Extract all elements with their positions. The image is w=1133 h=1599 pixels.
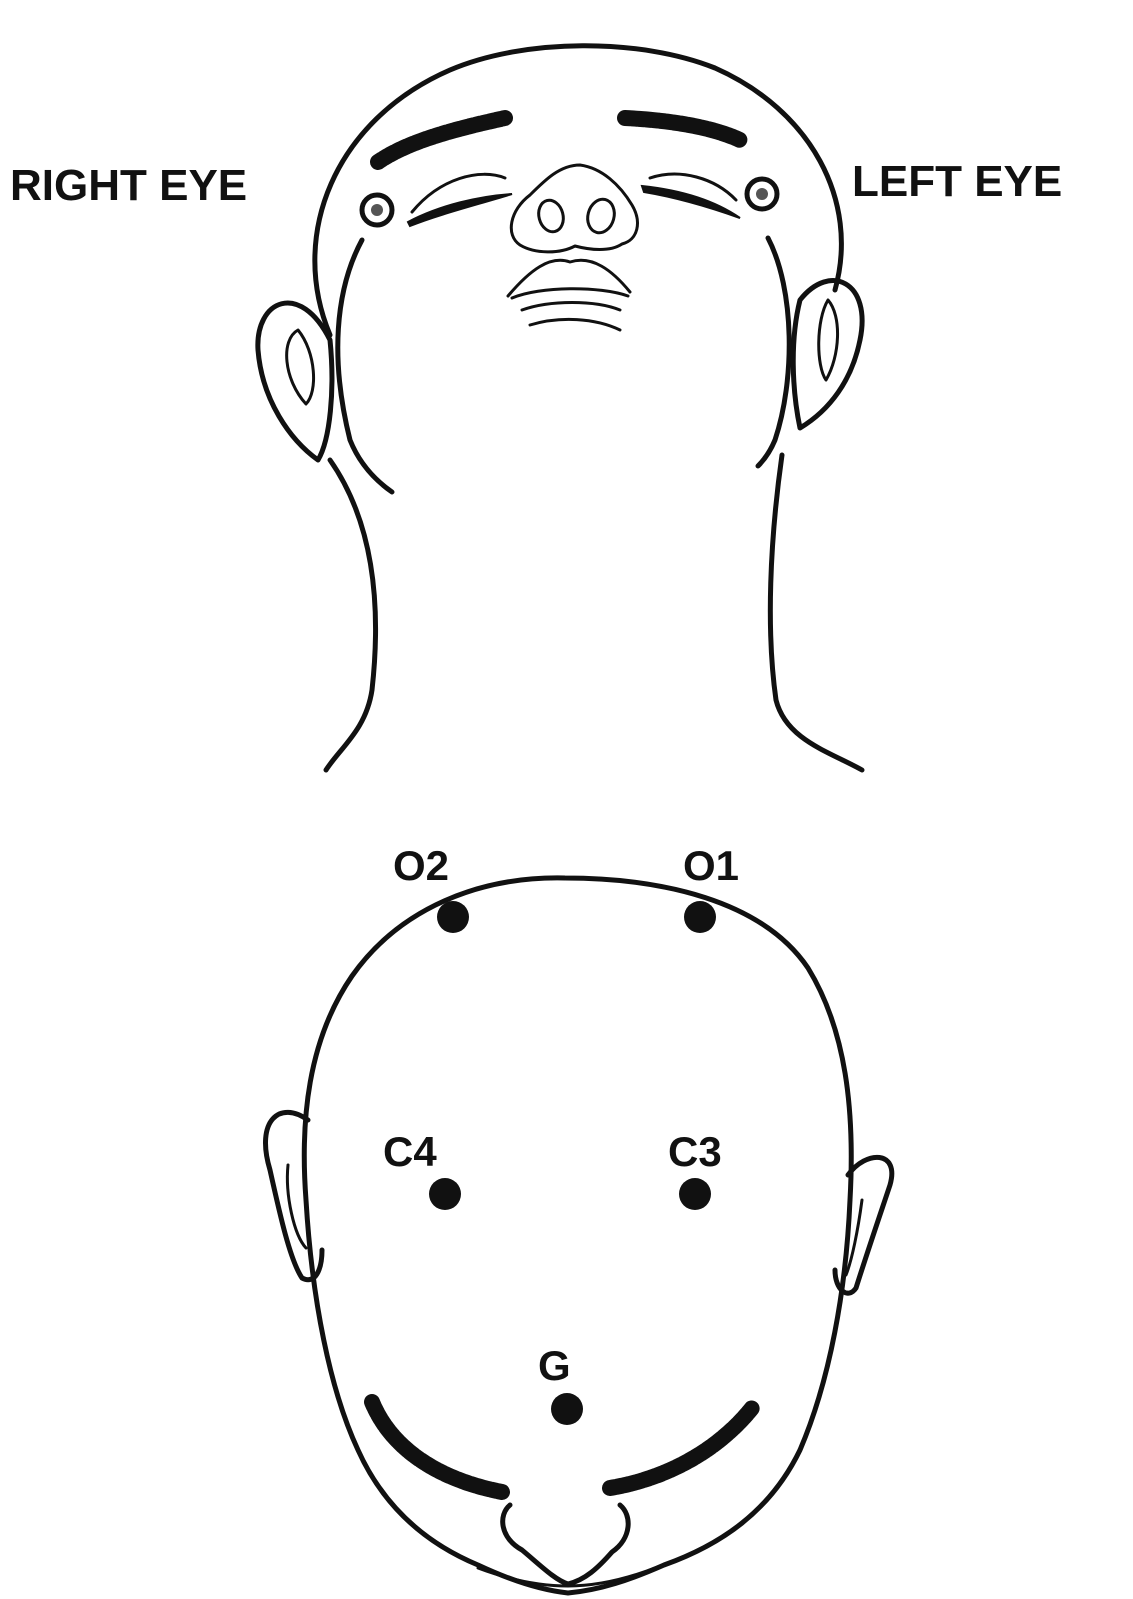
electrode-labels: O2 O1 C4 C3 G (383, 842, 739, 1389)
electrode-o2 (437, 901, 469, 933)
head-outline-top (304, 878, 851, 1593)
electrode-label-g: G (538, 1342, 571, 1389)
right-nostril (535, 197, 566, 234)
lips-line (512, 289, 628, 298)
electrode-label-o1: O1 (683, 842, 739, 889)
electrode-o1 (684, 901, 716, 933)
right-eyebrow (378, 118, 505, 162)
nose (511, 165, 637, 252)
left-eye-electrode-center (756, 188, 768, 200)
neck-right-side (326, 460, 376, 770)
left-nostril (584, 196, 618, 236)
brow-ridge-right (372, 1402, 502, 1492)
lower-lip (522, 303, 620, 311)
right-eye-label: RIGHT EYE (10, 161, 247, 210)
neck-left-side (770, 455, 862, 770)
left-eye-label: LEFT EYE (852, 157, 1062, 206)
brow-ridge-left (610, 1408, 752, 1488)
electrode-label-c3: C3 (668, 1128, 722, 1175)
right-ear-inner (287, 330, 314, 404)
head-top-view (265, 878, 891, 1593)
left-ear-inner (819, 300, 838, 380)
electrode-c3 (679, 1178, 711, 1210)
right-cheek-line (338, 240, 392, 492)
right-eye-electrode-center (371, 204, 383, 216)
electrode-label-c4: C4 (383, 1128, 437, 1175)
right-ear (258, 303, 332, 460)
chin-line (530, 319, 620, 330)
nose-tip-top-view (503, 1505, 628, 1584)
electrode-label-o2: O2 (393, 842, 449, 889)
electrode-c4 (429, 1178, 461, 1210)
left-cheek-line (758, 238, 789, 466)
face-front-view (258, 46, 862, 770)
electrode-g (551, 1393, 583, 1425)
right-ear-top-view (265, 1112, 322, 1279)
left-eyebrow (625, 118, 740, 140)
